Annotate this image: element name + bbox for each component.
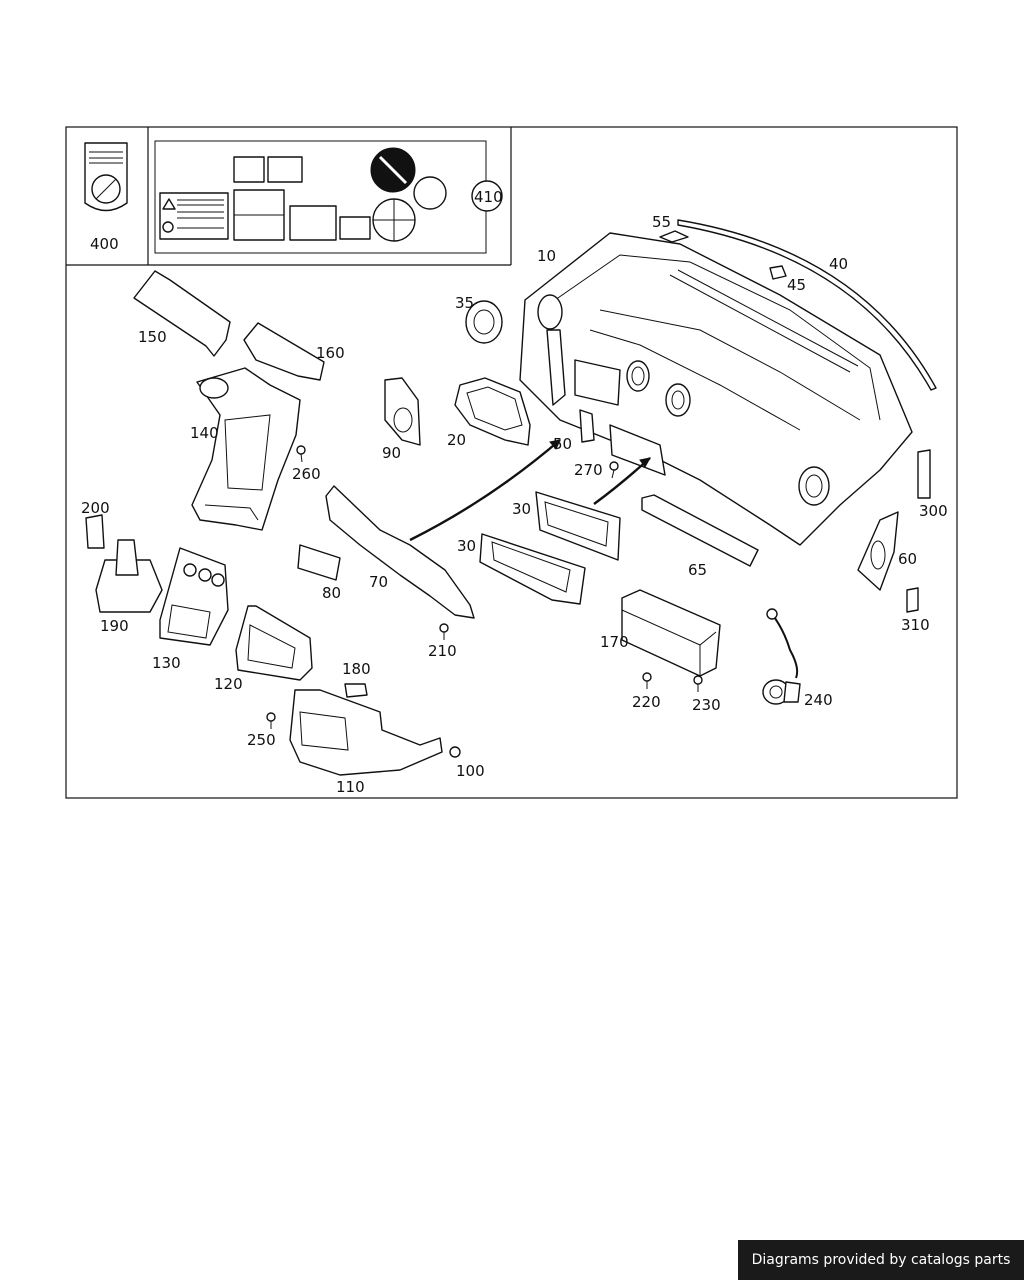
panel-300[interactable] [917, 449, 931, 499]
callout-240: 240 [804, 691, 833, 709]
callout-45: 45 [787, 276, 806, 294]
callout-30-upper: 30 [512, 500, 531, 518]
callout-30-lower: 30 [457, 537, 476, 555]
callout-110: 110 [336, 778, 365, 796]
block-310[interactable] [906, 587, 919, 613]
knob-200[interactable] [85, 514, 105, 549]
screw-220[interactable] [642, 672, 652, 689]
callout-160: 160 [316, 344, 345, 362]
callout-410: 410 [474, 188, 503, 206]
vent-bezel-60[interactable] [857, 511, 899, 591]
warning-label-400[interactable] [84, 142, 128, 212]
airbag-labels-410[interactable] [159, 147, 503, 242]
callout-100: 100 [456, 762, 485, 780]
callout-140: 140 [190, 424, 219, 442]
callout-120: 120 [214, 675, 243, 693]
callout-55: 55 [652, 213, 671, 231]
power-socket-240[interactable] [762, 608, 801, 705]
callout-35: 35 [455, 294, 474, 312]
switch-strip-80[interactable] [297, 544, 341, 581]
switch-180[interactable] [344, 683, 368, 698]
callout-250: 250 [247, 731, 276, 749]
assembly-arrow-1 [409, 439, 561, 542]
storage-box-30-lower[interactable] [479, 533, 586, 605]
screw-250[interactable] [266, 712, 276, 729]
console-trim-120[interactable] [235, 605, 313, 681]
callout-220: 220 [632, 693, 661, 711]
callout-180: 180 [342, 660, 371, 678]
trim-strip-65[interactable] [641, 494, 759, 567]
callout-150: 150 [138, 328, 167, 346]
callout-90: 90 [382, 444, 401, 462]
callout-130: 130 [152, 654, 181, 672]
airbag-module-170[interactable] [621, 589, 721, 677]
console-cover-160[interactable] [243, 322, 325, 381]
footer-credit: Diagrams provided by catalogs parts [738, 1240, 1024, 1280]
callout-50: 50 [553, 435, 572, 453]
callout-210: 210 [428, 642, 457, 660]
callout-190: 190 [100, 617, 129, 635]
callout-200: 200 [81, 499, 110, 517]
clip-100[interactable] [449, 746, 461, 758]
callout-70: 70 [369, 573, 388, 591]
lower-console-110[interactable] [289, 689, 443, 776]
callout-60: 60 [898, 550, 917, 568]
callout-300: 300 [919, 502, 948, 520]
trim-strip-40[interactable] [677, 219, 937, 391]
callout-270: 270 [574, 461, 603, 479]
storage-box-30-upper[interactable] [535, 491, 621, 561]
callout-65: 65 [688, 561, 707, 579]
gear-boot-190[interactable] [95, 539, 163, 613]
screw-230[interactable] [693, 675, 703, 692]
clip-45[interactable] [769, 265, 787, 280]
speaker-cover-90[interactable] [384, 377, 421, 446]
callout-20: 20 [447, 431, 466, 449]
callout-40: 40 [829, 255, 848, 273]
callout-10: 10 [537, 247, 556, 265]
callout-170: 170 [600, 633, 629, 651]
screw-210[interactable] [439, 623, 449, 640]
callout-80: 80 [322, 584, 341, 602]
screw-260[interactable] [296, 445, 306, 463]
callout-260: 260 [292, 465, 321, 483]
side-cover-150[interactable] [133, 270, 231, 357]
callout-230: 230 [692, 696, 721, 714]
callout-400: 400 [90, 235, 119, 253]
console-trim-130[interactable] [159, 547, 229, 646]
callout-310: 310 [901, 616, 930, 634]
cluster-surround-20[interactable] [454, 377, 531, 446]
center-console-140[interactable] [191, 367, 301, 531]
instrument-panel-10[interactable] [519, 230, 913, 546]
speaker-ring-35[interactable] [465, 300, 503, 344]
bracket-50[interactable] [579, 409, 595, 443]
lower-panel-70[interactable] [325, 485, 475, 619]
screw-270[interactable] [609, 461, 619, 479]
